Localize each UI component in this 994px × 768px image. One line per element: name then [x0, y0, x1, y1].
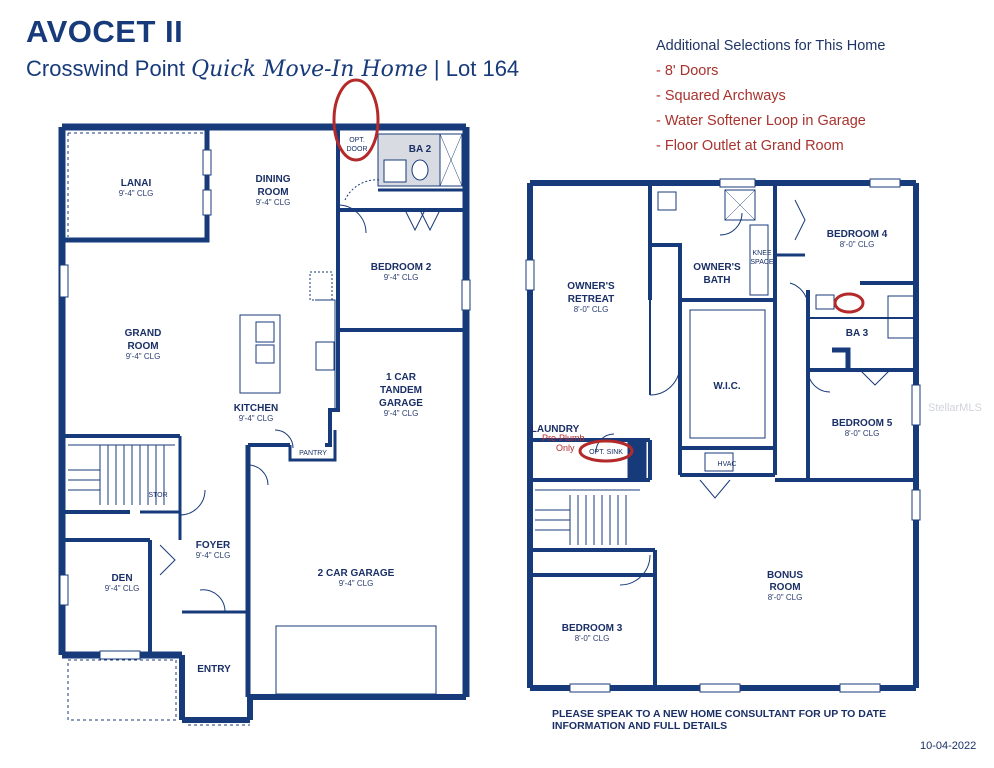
knee-space-2: SPACE — [750, 259, 774, 266]
consultant-note-line2: INFORMATION AND FULL DETAILS — [552, 720, 728, 732]
room-wic: W.I.C. — [713, 381, 740, 392]
selection-item: - Floor Outlet at Grand Room — [656, 138, 844, 154]
room-ba3: BA 3 — [846, 328, 869, 339]
room-kitchen-clg: 9'-4" CLG — [239, 414, 274, 423]
room-kitchen: KITCHEN — [234, 403, 278, 414]
second-floor-plan — [525, 178, 921, 693]
room-bedroom2-clg: 9'-4" CLG — [384, 273, 419, 282]
room-tandem-clg: 9'-4" CLG — [384, 409, 419, 418]
home-type: Quick Move-In Home — [191, 57, 428, 82]
consultant-note-line1: PLEASE SPEAK TO A NEW HOME CONSULTANT FO… — [552, 708, 887, 720]
room-bedroom4: BEDROOM 4 — [827, 229, 888, 240]
room-foyer-clg: 9'-4" CLG — [196, 551, 231, 560]
opt-door-label-1: OPT. — [349, 137, 365, 144]
room-bedroom3: BEDROOM 3 — [562, 623, 623, 634]
lot-number: Lot 164 — [445, 56, 520, 81]
watermark: StellarMLS — [928, 402, 982, 414]
room-dining-clg: 9'-4" CLG — [256, 198, 291, 207]
room-bonus-clg: 8'-0" CLG — [768, 593, 803, 602]
plan-date: 10-04-2022 — [920, 740, 977, 752]
room-owners-retreat-2: RETREAT — [568, 294, 614, 305]
selection-item: - Squared Archways — [656, 88, 786, 104]
room-bedroom5-clg: 8'-0" CLG — [845, 429, 880, 438]
room-tandem-2: TANDEM — [380, 385, 422, 396]
room-bedroom2: BEDROOM 2 — [371, 262, 432, 273]
room-ba2: BA 2 — [409, 144, 432, 155]
community-name: Crosswind Point — [26, 56, 185, 81]
opt-sink-highlight — [578, 439, 634, 463]
knee-space-1: KNEE — [752, 250, 771, 257]
plan-subtitle: Crosswind Point Quick Move-In Home | Lot… — [26, 56, 519, 82]
room-tandem-3: GARAGE — [379, 398, 423, 409]
subtitle-separator: | — [433, 56, 440, 81]
additional-selections: Additional Selections for This Home - 8'… — [656, 34, 885, 159]
room-stor: STOR — [148, 492, 167, 499]
room-laundry: LAUNDRY — [531, 424, 580, 435]
hvac-label: HVAC — [718, 461, 737, 468]
room-dining-1: DINING — [256, 174, 291, 185]
room-bedroom5: BEDROOM 5 — [832, 418, 893, 429]
selections-heading: Additional Selections for This Home — [656, 38, 886, 54]
room-entry: ENTRY — [197, 664, 231, 675]
room-bonus-1: BONUS — [767, 570, 803, 581]
opt-door-highlight — [332, 78, 380, 162]
room-grand-clg: 9'-4" CLG — [126, 352, 161, 361]
room-tandem-1: 1 CAR — [386, 372, 417, 383]
room-lanai: LANAI — [121, 178, 152, 189]
consultant-note: PLEASE SPEAK TO A NEW HOME CONSULTANT FO… — [552, 708, 952, 732]
opt-sink-label: OPT. SINK — [589, 449, 623, 456]
first-floor-plan — [58, 123, 471, 726]
room-dining-2: ROOM — [257, 187, 288, 198]
pre-plumb-only: Only — [556, 443, 575, 453]
ba3-highlight — [833, 292, 865, 314]
room-bonus-2: ROOM — [769, 582, 800, 593]
room-2car-garage: 2 CAR GARAGE — [318, 568, 395, 579]
selection-item: - Water Softener Loop in Garage — [656, 113, 866, 129]
selection-item: - 8' Doors — [656, 63, 719, 79]
room-owners-bath-2: BATH — [703, 275, 730, 286]
room-bedroom4-clg: 8'-0" CLG — [840, 240, 875, 249]
room-lanai-clg: 9'-4" CLG — [119, 189, 154, 198]
room-2car-garage-clg: 9'-4" CLG — [339, 579, 374, 588]
pre-plumb-note: Pre-Plumb — [542, 433, 585, 443]
room-den: DEN — [111, 573, 132, 584]
room-owners-retreat-1: OWNER'S — [567, 281, 615, 292]
opt-door-label-2: DOOR — [347, 146, 368, 153]
plan-title: AVOCET II — [26, 14, 184, 49]
room-grand-1: GRAND — [125, 328, 162, 339]
room-foyer: FOYER — [196, 540, 231, 551]
room-bedroom3-clg: 8'-0" CLG — [575, 634, 610, 643]
room-owners-bath-1: OWNER'S — [693, 262, 741, 273]
room-pantry: PANTRY — [299, 450, 327, 457]
room-owners-retreat-clg: 8'-0" CLG — [574, 305, 609, 314]
room-grand-2: ROOM — [127, 341, 158, 352]
room-den-clg: 9'-4" CLG — [105, 584, 140, 593]
